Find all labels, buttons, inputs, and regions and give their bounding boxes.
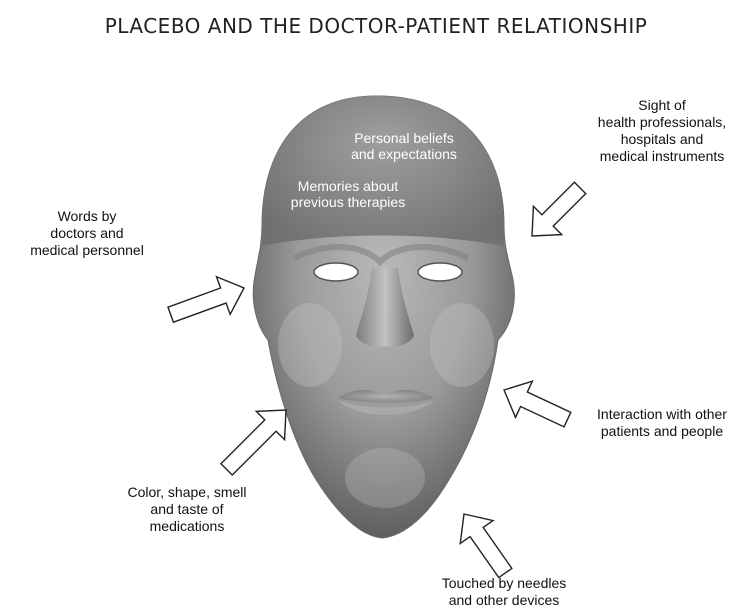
arrow-touch: [448, 503, 522, 585]
right-cheek: [430, 303, 494, 387]
left-eye-hole: [314, 263, 358, 281]
head-label-beliefs: Personal beliefs and expectations: [334, 130, 474, 162]
arrow-words: [164, 269, 251, 333]
right-eye-hole: [418, 263, 462, 281]
label-interaction: Interaction with other patients and peop…: [573, 406, 751, 440]
label-touch: Touched by needles and other devices: [414, 575, 594, 609]
arrow-interaction: [496, 372, 576, 438]
head-label-memories: Memories about previous therapies: [263, 178, 433, 210]
cranium-shading: [262, 96, 504, 246]
label-words: Words by doctors and medical personnel: [2, 208, 172, 259]
face-mask: [253, 96, 514, 538]
arrow-sight: [518, 174, 594, 250]
left-cheek: [278, 303, 342, 387]
label-sight: Sight of health professionals, hospitals…: [572, 97, 752, 165]
label-medications: Color, shape, smell and taste of medicat…: [92, 484, 282, 535]
chin: [345, 448, 425, 508]
